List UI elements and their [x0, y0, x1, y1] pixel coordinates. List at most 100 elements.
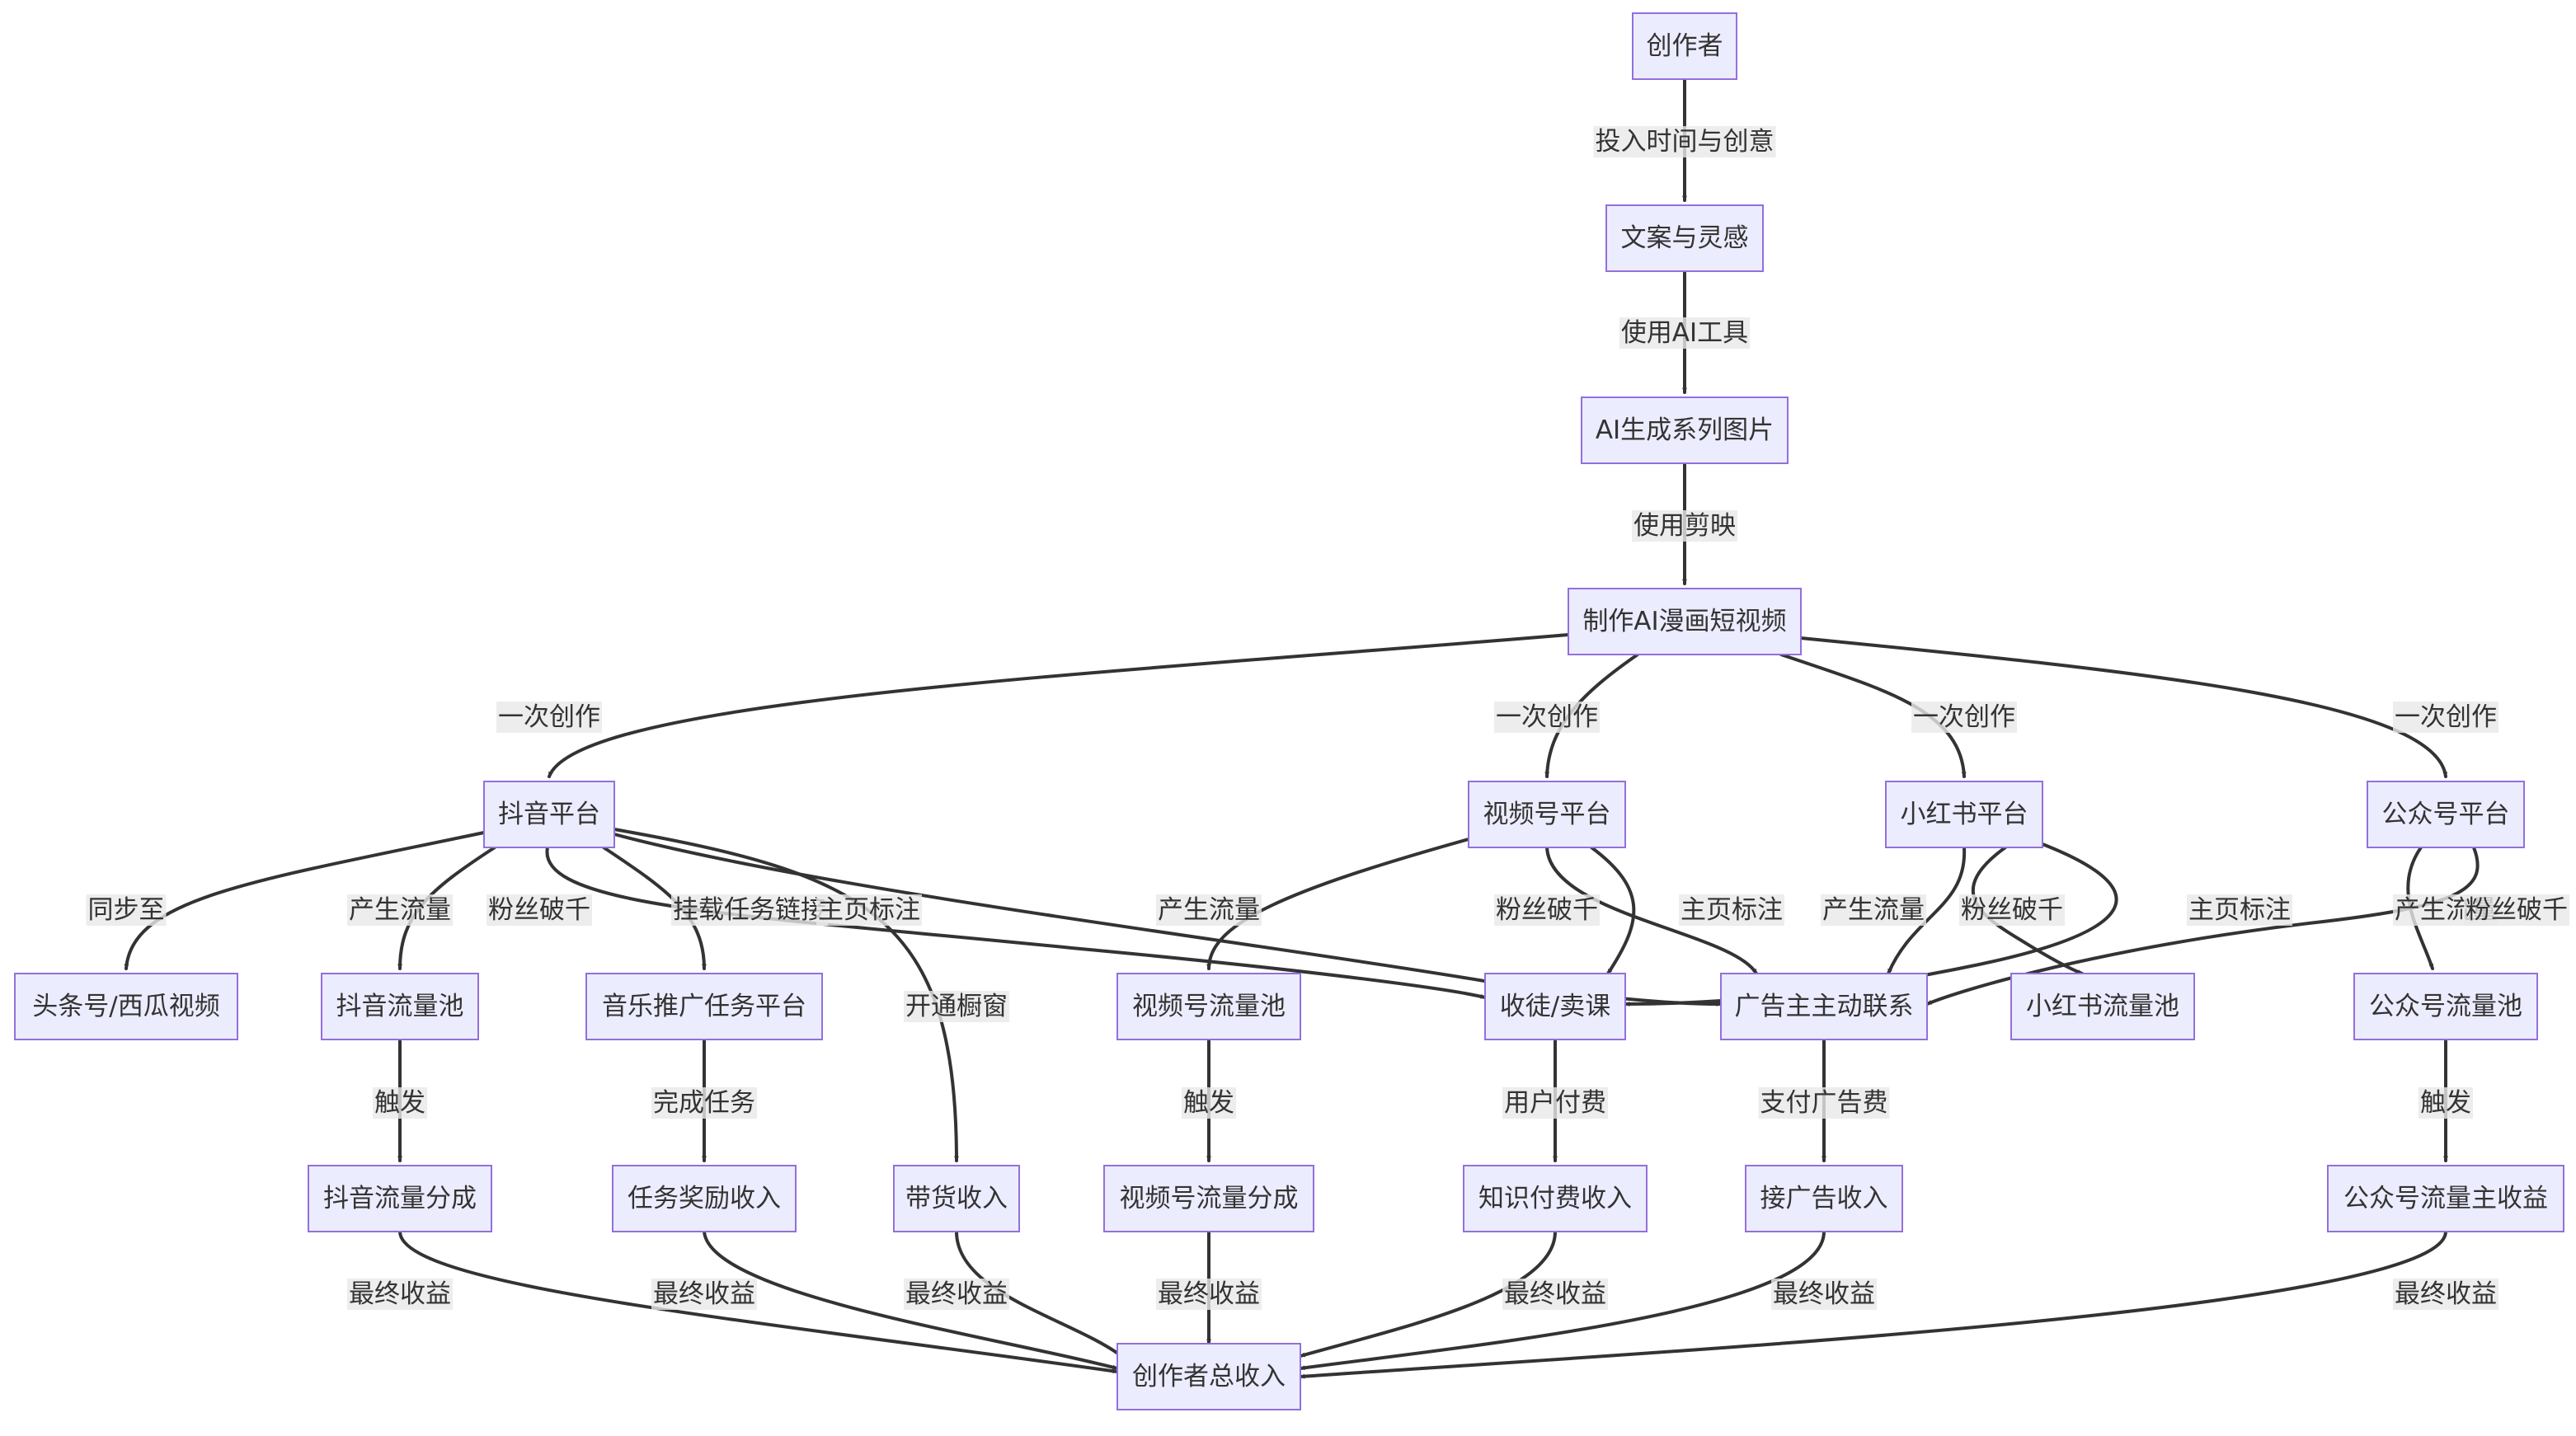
edge-gzhincome-to-total	[1299, 1230, 2447, 1379]
edge-label-text: 最终收益	[1158, 1279, 1260, 1309]
edge-label-text: 开通橱窗	[905, 992, 1008, 1021]
edge-label-knowledge-to-total: 最终收益	[1502, 1279, 1608, 1310]
node-box	[1103, 1165, 1314, 1232]
node-box	[1116, 1343, 1301, 1410]
node-box	[2327, 1165, 2564, 1232]
node-adincome: 接广告收入	[1745, 1165, 1903, 1232]
edge-label-music-to-taskreward: 完成任务	[651, 1087, 757, 1119]
edge-label-text: 最终收益	[1504, 1279, 1606, 1309]
edge-label-background	[2187, 894, 2292, 926]
edge-label-background	[904, 991, 1009, 1022]
edge-label-adincome-to-total: 最终收益	[1771, 1279, 1877, 1310]
edge-label-text: 粉丝破千	[1496, 895, 1598, 925]
edge-label-background	[2393, 702, 2498, 733]
node-spshare: 视频号流量分成	[1103, 1165, 1314, 1232]
edge-label-background	[1502, 1087, 1608, 1119]
node-creator: 创作者	[1632, 12, 1737, 80]
edge-label-gzhpool-to-gzhincome: 触发	[2419, 1087, 2473, 1119]
edge-label-background	[1502, 1279, 1608, 1310]
edge-label-text: 支付广告费	[1760, 1088, 1888, 1118]
edge-label-background	[651, 1087, 757, 1119]
edge-label-text: 产生流量	[349, 895, 451, 925]
edge-label-text: 粉丝破千	[2466, 895, 2568, 925]
node-xhspool: 小红书流量池	[2010, 973, 2195, 1040]
node-douyin: 抖音平台	[483, 781, 615, 848]
edge-label-douyin-to-dypool: 产生流量	[347, 894, 453, 926]
node-gzhincome: 公众号流量主收益	[2327, 1165, 2564, 1232]
node-dypool: 抖音流量池	[321, 973, 479, 1040]
node-label: 文案与灵感	[1621, 223, 1749, 253]
node-sppool: 视频号流量池	[1116, 973, 1301, 1040]
edge-label-background	[1156, 894, 1262, 926]
edge-label-text: 触发	[374, 1088, 425, 1118]
edge-label-background	[496, 702, 602, 733]
edge-label-dyshare-to-total: 最终收益	[347, 1279, 453, 1310]
node-advertiser: 广告主主动联系	[1720, 973, 1928, 1040]
node-goods: 带货收入	[893, 1165, 1020, 1232]
node-label: 知识付费收入	[1478, 1184, 1632, 1213]
edge-label-background	[1632, 510, 1737, 542]
edge-label-background	[1679, 894, 1784, 926]
node-box	[1468, 781, 1626, 848]
edge-label-background	[1494, 702, 1600, 733]
edge-label-aiimg-to-video: 使用剪映	[1632, 510, 1737, 542]
node-box	[1632, 12, 1737, 80]
edge-label-text: 一次创作	[2395, 702, 2497, 732]
edge-label-video-to-gzh: 一次创作	[2393, 702, 2498, 733]
edge-label-background	[1771, 1279, 1877, 1310]
edge-label-text: 挂载任务链接	[673, 895, 826, 925]
edge-label-background	[1619, 317, 1751, 349]
node-label: 创作者总收入	[1132, 1362, 1286, 1391]
edge-adincome-to-total	[1299, 1230, 1826, 1371]
edge-label-creator-to-copy: 投入时间与创意	[1593, 126, 1776, 157]
edge-label-douyin-to-toutiao: 同步至	[86, 894, 167, 926]
edge-label-text: 使用AI工具	[1621, 318, 1748, 348]
edge-label-background	[1821, 894, 1926, 926]
edge-label-text: 最终收益	[2395, 1279, 2497, 1309]
edge-dyshare-to-total	[398, 1230, 1119, 1374]
edge-label-douyin-to-goods: 开通橱窗	[904, 991, 1009, 1022]
edge-label-spshare-to-total: 最终收益	[1156, 1279, 1262, 1310]
node-box	[2367, 781, 2525, 848]
edge-douyin-to-toutiao	[124, 831, 486, 970]
edge-label-background	[904, 1279, 1009, 1310]
edge-label-background	[1911, 702, 2017, 733]
node-label: 接广告收入	[1760, 1184, 1888, 1213]
edge-label-taskreward-to-total: 最终收益	[651, 1279, 757, 1310]
edge-label-text: 粉丝破千	[1961, 895, 2063, 925]
node-dyshare: 抖音流量分成	[308, 1165, 492, 1232]
nodes: 创作者文案与灵感AI生成系列图片制作AI漫画短视频抖音平台视频号平台小红书平台公…	[14, 12, 2564, 1410]
edge-label-text: 触发	[1183, 1088, 1234, 1118]
node-copy: 文案与灵感	[1605, 204, 1764, 272]
edge-label-text: 完成任务	[653, 1088, 755, 1118]
edge-label-text: 一次创作	[1496, 702, 1598, 732]
edge-gzh-to-advertiser	[1925, 846, 2480, 1006]
node-box	[2353, 973, 2538, 1040]
node-label: 音乐推广任务平台	[602, 992, 806, 1021]
edge-label-copy-to-aiimg: 使用AI工具	[1619, 317, 1751, 349]
node-label: 视频号流量池	[1132, 992, 1286, 1021]
node-box	[321, 973, 479, 1040]
edge-label-text: 粉丝破千	[488, 895, 590, 925]
edge-label-shipin-to-sppool: 产生流量	[1156, 894, 1262, 926]
node-box	[893, 1165, 1020, 1232]
edge-label-text: 投入时间与创意	[1596, 127, 1775, 157]
node-total: 创作者总收入	[1116, 1343, 1301, 1410]
edge-label-background	[1494, 894, 1600, 926]
node-toutiao: 头条号/西瓜视频	[14, 973, 238, 1040]
edge-video-to-gzh	[1799, 636, 2448, 778]
edge-label-background	[373, 1087, 427, 1119]
node-gzhpool: 公众号流量池	[2353, 973, 2538, 1040]
edge-label-douyin-to-advertiser: 主页标注	[816, 894, 922, 926]
edge-shipin-to-advertiser	[1545, 846, 1758, 975]
edge-label-goods-to-total: 最终收益	[904, 1279, 1009, 1310]
edge-label-video-to-douyin: 一次创作	[496, 702, 602, 733]
edge-label-background	[2393, 1279, 2498, 1310]
edge-label-shipin-to-advertiser: 粉丝破千	[1494, 894, 1600, 926]
node-box	[1885, 781, 2043, 848]
edge-label-background	[86, 894, 167, 926]
edge-label-text: 同步至	[88, 895, 165, 925]
node-knowledge: 知识付费收入	[1463, 1165, 1648, 1232]
node-gzh: 公众号平台	[2367, 781, 2525, 848]
edge-label-text: 产生流量	[1158, 895, 1260, 925]
